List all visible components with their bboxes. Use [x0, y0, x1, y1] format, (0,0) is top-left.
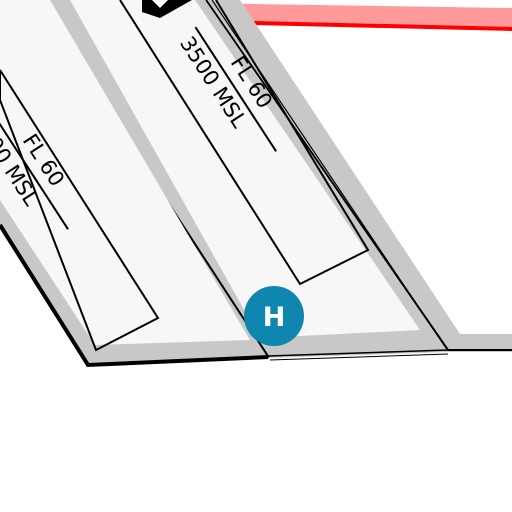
- airspace-divider: [0, 104, 69, 230]
- heliport-letter: H: [263, 302, 286, 333]
- heliport-icon[interactable]: H: [244, 286, 304, 346]
- label-box-middle: [119, 0, 370, 286]
- label-box-left: [0, 69, 160, 352]
- airspace-divider: [194, 26, 277, 152]
- map-symbol-tile: [142, 0, 192, 18]
